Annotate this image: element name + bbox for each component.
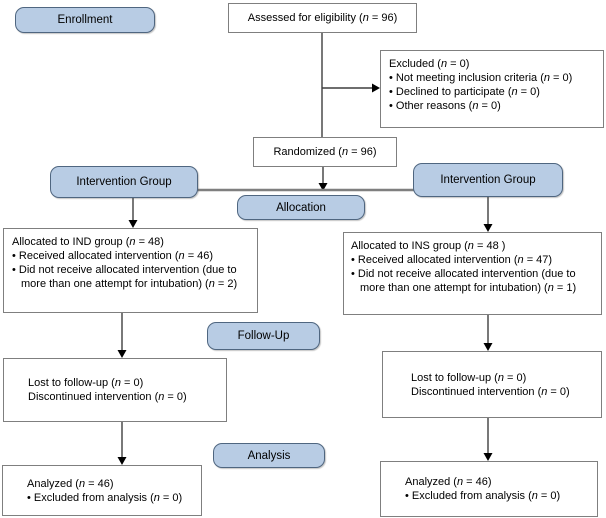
box-excluded-title: Excluded (n = 0) xyxy=(389,58,470,70)
arrowhead-allocated-left xyxy=(128,220,138,228)
group-right: Intervention Group xyxy=(413,163,563,197)
box-followup-left-line: Discontinued intervention (n = 0) xyxy=(28,391,187,403)
box-allocated-ind-title: Allocated to IND group (n = 48) xyxy=(12,236,164,248)
box-assessed-text: Assessed for eligibility (n = 96) xyxy=(247,12,398,24)
box-allocated-ind-item: Received allocated intervention (n = 46) xyxy=(12,249,249,263)
stage-followup: Follow-Up xyxy=(207,322,320,350)
box-allocated-ins: Allocated to INS group (n = 48 ) Receive… xyxy=(343,232,602,315)
box-followup-left: Lost to follow-up (n = 0) Discontinued i… xyxy=(3,358,227,422)
stage-enrollment-label: Enrollment xyxy=(57,14,113,26)
box-allocated-ins-item: Did not receive allocated intervention (… xyxy=(351,267,593,295)
group-left: Intervention Group xyxy=(50,166,198,198)
box-analyzed-right-title: Analyzed (n = 46) xyxy=(405,476,492,488)
arrowhead-analyzed-right xyxy=(483,453,493,461)
stage-analysis-label: Analysis xyxy=(247,449,291,462)
box-followup-right-line: Discontinued intervention (n = 0) xyxy=(411,385,570,398)
stage-analysis: Analysis xyxy=(213,443,325,468)
box-randomized: Randomized (n = 96) xyxy=(253,137,397,167)
box-allocated-ind: Allocated to IND group (n = 48) Received… xyxy=(3,228,258,313)
stage-allocation-label: Allocation xyxy=(276,201,326,214)
arrowhead-analyzed-left xyxy=(117,457,127,465)
box-allocated-ind-item: Did not receive allocated intervention (… xyxy=(12,263,249,291)
box-analyzed-right: Analyzed (n = 46) Excluded from analysis… xyxy=(380,461,598,517)
box-followup-left-line: Lost to follow-up (n = 0) xyxy=(28,377,144,389)
box-excluded-item: Declined to participate (n = 0) xyxy=(389,85,595,99)
box-excluded: Excluded (n = 0) Not meeting inclusion c… xyxy=(380,50,604,128)
box-assessed: Assessed for eligibility (n = 96) xyxy=(228,3,417,33)
box-followup-right-line: Lost to follow-up (n = 0) xyxy=(411,371,527,384)
box-randomized-text: Randomized (n = 96) xyxy=(273,146,377,158)
group-left-label: Intervention Group xyxy=(76,176,172,188)
box-followup-right: Lost to follow-up (n = 0) Discontinued i… xyxy=(382,351,602,418)
arrowhead-followup-right xyxy=(483,343,493,351)
box-excluded-item: Not meeting inclusion criteria (n = 0) xyxy=(389,71,595,85)
box-analyzed-left-item: Excluded from analysis (n = 0) xyxy=(27,491,201,505)
box-allocated-ins-title: Allocated to INS group (n = 48 ) xyxy=(351,240,506,252)
arrowhead-allocated-right xyxy=(483,224,493,232)
box-analyzed-right-item: Excluded from analysis (n = 0) xyxy=(405,489,597,503)
box-analyzed-left-title: Analyzed (n = 46) xyxy=(27,477,114,490)
arrowhead-allocation xyxy=(318,183,328,191)
arrowhead-excluded xyxy=(372,83,380,93)
arrowhead-followup-left xyxy=(117,350,127,358)
box-allocated-ins-item: Received allocated intervention (n = 47) xyxy=(351,253,593,267)
group-right-label: Intervention Group xyxy=(440,174,536,186)
box-analyzed-left: Analyzed (n = 46) Excluded from analysis… xyxy=(2,465,202,516)
box-excluded-item: Other reasons (n = 0) xyxy=(389,99,595,113)
stage-enrollment: Enrollment xyxy=(15,7,155,33)
stage-followup-label: Follow-Up xyxy=(237,330,290,342)
stage-allocation: Allocation xyxy=(237,195,365,220)
